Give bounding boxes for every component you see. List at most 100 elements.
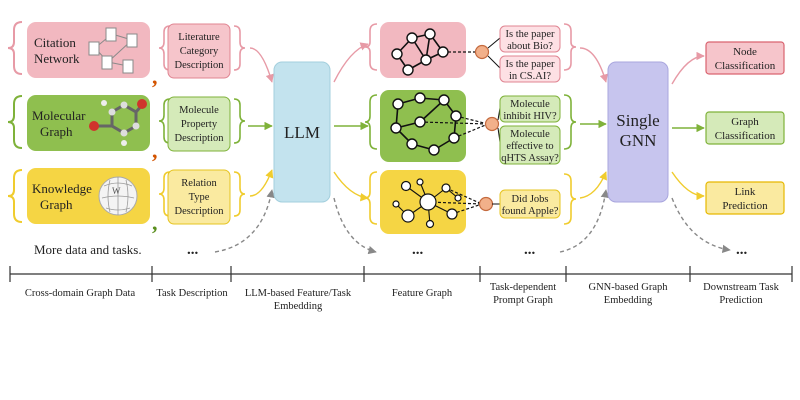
task-description-relation: Relation Type Description bbox=[158, 169, 246, 225]
more-data-text: More data and tasks. bbox=[34, 242, 142, 257]
svg-text:Molecule: Molecule bbox=[179, 105, 219, 116]
svg-text:Is the paper: Is the paper bbox=[506, 59, 555, 70]
wikipedia-globe-icon: W bbox=[98, 176, 138, 216]
svg-text:Prompt Graph: Prompt Graph bbox=[493, 295, 554, 306]
ellipsis-feature-graph: ... bbox=[412, 242, 424, 258]
prediction-node-classification: Node Classification bbox=[705, 41, 785, 75]
svg-text:Graph: Graph bbox=[731, 116, 759, 128]
prompt-line: effective to bbox=[506, 141, 553, 152]
svg-text:Graph: Graph bbox=[40, 197, 73, 212]
stage-label: Embedding bbox=[274, 301, 323, 312]
svg-text:Classification: Classification bbox=[715, 130, 776, 142]
prompt-line: Is the paper bbox=[506, 29, 555, 40]
task-description-molecule: Molecule Property Description bbox=[158, 96, 246, 152]
svg-text:Did Jobs: Did Jobs bbox=[511, 194, 548, 205]
source-label-line: Graph bbox=[40, 197, 73, 212]
svg-text:Is the paper: Is the paper bbox=[506, 29, 555, 40]
svg-text:Single: Single bbox=[616, 111, 659, 130]
svg-text:Task-dependent: Task-dependent bbox=[490, 282, 556, 293]
ellipsis-descriptions: ... bbox=[187, 242, 199, 258]
svg-text:Molecule: Molecule bbox=[510, 129, 550, 140]
stage-label: Feature Graph bbox=[392, 288, 453, 299]
source-citation-network: Citation Network bbox=[7, 21, 150, 78]
prompt-question-jobs: Did Jobs found Apple? bbox=[499, 189, 561, 219]
svg-text:GNN: GNN bbox=[620, 131, 657, 150]
gnn-label-line: GNN bbox=[620, 131, 657, 150]
prompt-question-hiv: Molecule inhibit HIV? bbox=[499, 95, 561, 123]
svg-text:Cross-domain Graph Data: Cross-domain Graph Data bbox=[25, 288, 136, 299]
svg-text:,: , bbox=[152, 64, 158, 89]
svg-text:in CS.AI?: in CS.AI? bbox=[509, 71, 551, 82]
source-label-line: Graph bbox=[40, 124, 73, 139]
svg-text:Network: Network bbox=[34, 51, 80, 66]
description-line: Type bbox=[189, 192, 210, 203]
svg-text:inhibit HIV?: inhibit HIV? bbox=[503, 111, 557, 122]
svg-text:Literature: Literature bbox=[178, 32, 220, 43]
prompt-line: Molecule bbox=[510, 99, 550, 110]
feature-graph-citation bbox=[364, 22, 478, 78]
prediction-line: Graph bbox=[731, 116, 759, 128]
ellipsis-predictions: ... bbox=[736, 242, 748, 258]
svg-text:LLM-based Feature/Task: LLM-based Feature/Task bbox=[245, 288, 352, 299]
llm-block: LLM bbox=[273, 61, 331, 203]
description-line: Relation bbox=[181, 178, 217, 189]
prompt-line: inhibit HIV? bbox=[503, 111, 557, 122]
stage-label: Task Description bbox=[156, 288, 228, 299]
description-line: Category bbox=[180, 46, 219, 57]
svg-text:Graph: Graph bbox=[40, 124, 73, 139]
svg-text:Citation: Citation bbox=[34, 35, 76, 50]
svg-text:Feature Graph: Feature Graph bbox=[392, 288, 453, 299]
prediction-line: Node bbox=[733, 46, 757, 58]
svg-text:Category: Category bbox=[180, 46, 219, 57]
svg-text:qHTS Assay?: qHTS Assay? bbox=[501, 153, 559, 164]
source-knowledge-graph: Knowledge Graph W bbox=[7, 168, 150, 224]
description-line: Literature bbox=[178, 32, 220, 43]
arrows-to-gnn bbox=[559, 47, 610, 253]
description-line: Description bbox=[175, 60, 225, 71]
prompt-question-csai: Is the paper in CS.AI? bbox=[499, 55, 561, 83]
molecule-icon bbox=[89, 99, 147, 146]
svg-text:Node: Node bbox=[733, 46, 757, 58]
stage-label: Prediction bbox=[719, 295, 763, 306]
prompt-line: Molecule bbox=[510, 129, 550, 140]
comma-separators: , , , bbox=[152, 64, 158, 235]
arrows-to-feature-graphs bbox=[333, 42, 377, 255]
svg-text:Molecular: Molecular bbox=[32, 108, 86, 123]
stage-labels: Cross-domain Graph Data Task Description… bbox=[25, 282, 780, 312]
source-label-line: Molecular bbox=[32, 108, 86, 123]
svg-text:Property: Property bbox=[181, 119, 218, 130]
stage-label: LLM-based Feature/Task bbox=[245, 288, 352, 299]
prediction-line: Link bbox=[735, 186, 756, 198]
svg-text:Classification: Classification bbox=[715, 60, 776, 72]
svg-text:Embedding: Embedding bbox=[604, 295, 653, 306]
prompt-line: Is the paper bbox=[506, 59, 555, 70]
task-description-literature: Literature Category Description bbox=[158, 23, 246, 79]
prediction-line: Prediction bbox=[722, 200, 768, 212]
source-label-line: Citation bbox=[34, 35, 76, 50]
citation-network-icon bbox=[88, 27, 138, 74]
gnn-label-line: Single bbox=[616, 111, 659, 130]
prediction-graph-classification: Graph Classification bbox=[705, 111, 785, 145]
description-line: Description bbox=[175, 133, 225, 144]
source-label-line: Knowledge bbox=[32, 181, 92, 196]
prompt-line: found Apple? bbox=[502, 206, 559, 217]
prompt-line: Did Jobs bbox=[511, 194, 548, 205]
prompt-question-bio: Is the paper about Bio? bbox=[499, 25, 561, 53]
prediction-line: Classification bbox=[715, 130, 776, 142]
svg-text:found Apple?: found Apple? bbox=[502, 206, 559, 217]
svg-text:Description: Description bbox=[175, 206, 225, 217]
stage-label: GNN-based Graph bbox=[588, 282, 668, 293]
stage-timeline bbox=[9, 266, 793, 282]
prediction-link-prediction: Link Prediction bbox=[705, 181, 785, 215]
svg-text:,: , bbox=[152, 210, 158, 235]
svg-text:W: W bbox=[112, 186, 121, 196]
stage-label: Embedding bbox=[604, 295, 653, 306]
feature-graph-molecule bbox=[364, 90, 489, 162]
description-line: Description bbox=[175, 206, 225, 217]
svg-text:about Bio?: about Bio? bbox=[507, 41, 553, 52]
svg-text:Prediction: Prediction bbox=[722, 200, 768, 212]
gnn-block: Single GNN bbox=[607, 61, 669, 203]
stage-label: Task-dependent bbox=[490, 282, 556, 293]
stage-label: Prompt Graph bbox=[493, 295, 554, 306]
svg-text:Description: Description bbox=[175, 133, 225, 144]
